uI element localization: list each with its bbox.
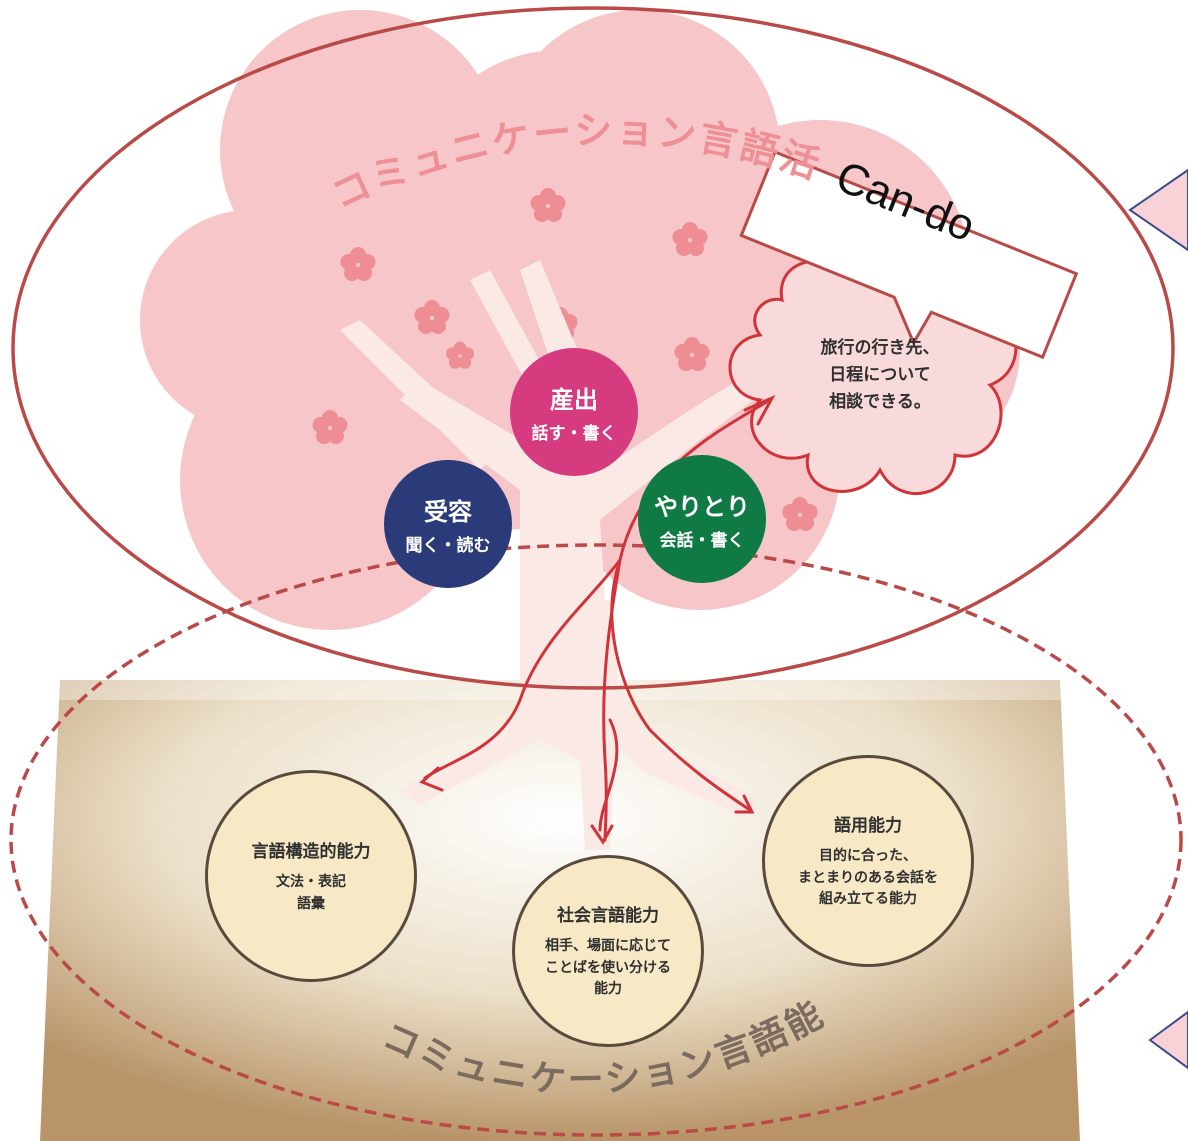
can-do-line-3: 相談できる。	[829, 392, 931, 413]
linguistic-line-1: 文法・表記	[276, 873, 346, 890]
linguistic-line-2: 語彙	[297, 895, 325, 912]
production-sub: 話す・書く	[531, 424, 617, 444]
right-pointer-top	[1128, 168, 1188, 252]
competence-sociolinguistic: 社会言語能力 相手、場面に応じて ことばを使い分ける 能力	[512, 855, 704, 1047]
pragmatic-line-2: まとまりのある会話を	[798, 869, 938, 886]
reception-sub: 聞く・読む	[405, 536, 491, 556]
can-do-example: 旅行の行き先、 日程について 相談できる。	[770, 335, 990, 417]
pragmatic-title: 語用能力	[834, 815, 902, 836]
can-do-callout	[739, 150, 1079, 360]
pragmatic-line-3: 組み立てる能力	[819, 891, 917, 908]
sociolinguistic-line-1: 相手、場面に応じて	[545, 937, 671, 954]
canopy-boundary	[11, 6, 1175, 690]
competence-linguistic: 言語構造的能力 文法・表記 語彙	[205, 770, 417, 982]
sociolinguistic-line-2: ことばを使い分ける	[545, 959, 671, 976]
activity-interaction: やりとり 会話・書く	[638, 455, 766, 583]
sociolinguistic-line-3: 能力	[594, 981, 622, 998]
can-do-line-1: 旅行の行き先、	[820, 338, 940, 358]
activity-reception: 受容 聞く・読む	[384, 460, 512, 588]
sociolinguistic-title: 社会言語能力	[557, 905, 659, 926]
competence-pragmatic: 語用能力 目的に合った、 まとまりのある会話を 組み立てる能力	[762, 755, 974, 967]
production-title: 産出	[550, 386, 598, 414]
linguistic-title: 言語構造的能力	[251, 841, 371, 862]
interaction-title: やりとり	[654, 493, 750, 521]
pragmatic-line-1: 目的に合った、	[819, 847, 917, 864]
reception-title: 受容	[424, 498, 472, 526]
interaction-sub: 会話・書く	[659, 531, 745, 551]
right-pointer-bottom	[1148, 1010, 1188, 1070]
roots-boundary	[9, 543, 1183, 1137]
can-do-line-2: 日程について	[829, 365, 931, 386]
red-arrows	[419, 394, 776, 845]
activity-production: 産出 話す・書く	[510, 348, 638, 476]
